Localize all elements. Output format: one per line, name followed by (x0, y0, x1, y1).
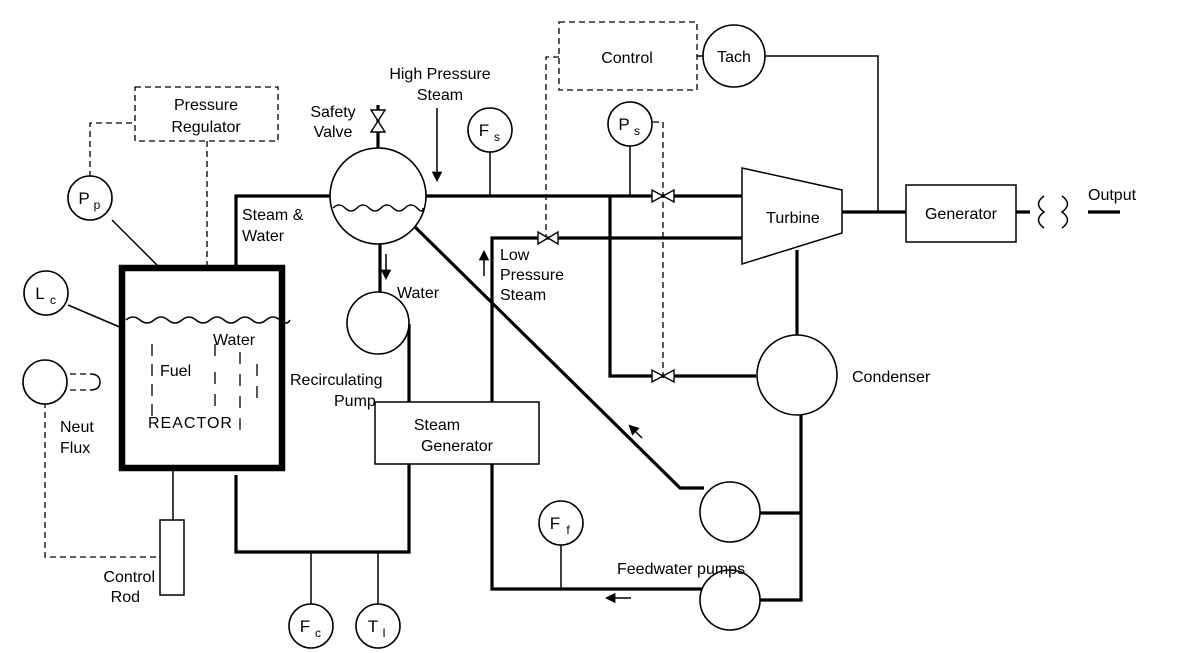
reactor-water-label: Water (213, 332, 256, 349)
ti-symbol: T (368, 617, 378, 636)
steam-water-label-1: Steam & (242, 207, 304, 224)
pressure-regulator-label-2: Regulator (171, 119, 241, 136)
control-rod-label-2: Rod (111, 589, 140, 606)
reactor-water-surface (125, 316, 291, 324)
lc-subscript: c (50, 293, 56, 307)
high-pressure-steam-label-2: Steam (417, 87, 463, 104)
pressure-regulator-label-1: Pressure (174, 97, 238, 114)
lc-symbol: L (35, 284, 44, 303)
fc-subscript: c (315, 626, 321, 640)
reactor: Water Fuel REACTOR (118, 264, 291, 472)
turbine-inlet-valve-icon[interactable] (651, 188, 675, 204)
condenser (756, 334, 838, 416)
recirculating-pump (346, 291, 410, 355)
feedwater-pump-1 (699, 481, 761, 543)
steam-generator-label-1: Steam (414, 417, 460, 434)
output-label: Output (1088, 187, 1137, 204)
signal-lines (67, 55, 879, 604)
low-pressure-steam-label-1: Low (500, 247, 530, 264)
low-pressure-steam-label-2: Pressure (500, 267, 564, 284)
instrument-ti: T I (355, 603, 401, 649)
pressure-regulator-box (134, 86, 279, 142)
low-pressure-steam-label-3: Steam (500, 287, 546, 304)
neutron-flux-detector (22, 359, 68, 405)
control-lines (44, 56, 664, 558)
control-box (558, 21, 698, 91)
high-pressure-steam-label-1: High Pressure (389, 66, 490, 83)
instrument-fc: F c (288, 603, 334, 649)
neut-flux-label-2: Flux (60, 440, 90, 457)
recirculating-pump-label-1: Recirculating (290, 372, 382, 389)
ps-symbol: P (618, 115, 629, 134)
turbine (741, 167, 843, 266)
instrument-lc: L c (23, 270, 69, 316)
pp-symbol: P (78, 189, 89, 208)
instrument-ff: F f (538, 500, 584, 546)
neutron-flux-sensor-icon (89, 373, 101, 391)
feedwater-pumps-label: Feedwater pumps (617, 561, 745, 578)
instrument-pp: P p (67, 175, 113, 221)
low-pressure-valve-icon[interactable] (537, 230, 559, 246)
safety-valve-label-2: Valve (314, 124, 353, 141)
reactor-label: REACTOR (148, 415, 233, 432)
transformer-icon (1037, 195, 1069, 229)
pp-subscript: p (94, 198, 101, 212)
safety-valve-icon[interactable] (369, 109, 387, 133)
tach-label: Tach (717, 49, 751, 66)
fs-symbol: F (479, 121, 489, 140)
ff-subscript: f (566, 523, 570, 537)
fs-subscript: s (494, 130, 500, 144)
fuel-rods (151, 344, 258, 430)
steam-generator-label-2: Generator (421, 438, 494, 455)
steam-generator-box (374, 401, 540, 465)
ff-symbol: F (550, 514, 560, 533)
neut-flux-label-1: Neut (60, 419, 94, 436)
generator-label: Generator (925, 206, 998, 223)
bypass-valve-icon[interactable] (651, 368, 675, 384)
fuel-label: Fuel (160, 363, 191, 380)
control-rod-label-1: Control (103, 569, 155, 586)
ps-subscript: s (634, 124, 640, 138)
instrument-fs: F s (467, 107, 513, 153)
tach-instrument (702, 24, 766, 88)
turbine-label: Turbine (766, 210, 820, 227)
control-label: Control (601, 50, 653, 67)
generator-box (905, 184, 1017, 243)
safety-valve-label-1: Safety (310, 104, 355, 121)
feedwater-return-arrow-icon (628, 424, 643, 439)
steam-water-label-2: Water (242, 228, 285, 245)
water-label: Water (397, 285, 440, 302)
recirculating-pump-label-2: Pump (334, 393, 376, 410)
ti-subscript: I (382, 626, 385, 640)
instrument-ps: P s (607, 101, 653, 147)
condenser-label: Condenser (852, 369, 931, 386)
feedwater-pump-2 (699, 569, 761, 631)
fc-symbol: F (300, 617, 310, 636)
steam-drum (329, 147, 427, 245)
neutron-flux-link (70, 373, 90, 391)
control-rod (159, 519, 185, 596)
